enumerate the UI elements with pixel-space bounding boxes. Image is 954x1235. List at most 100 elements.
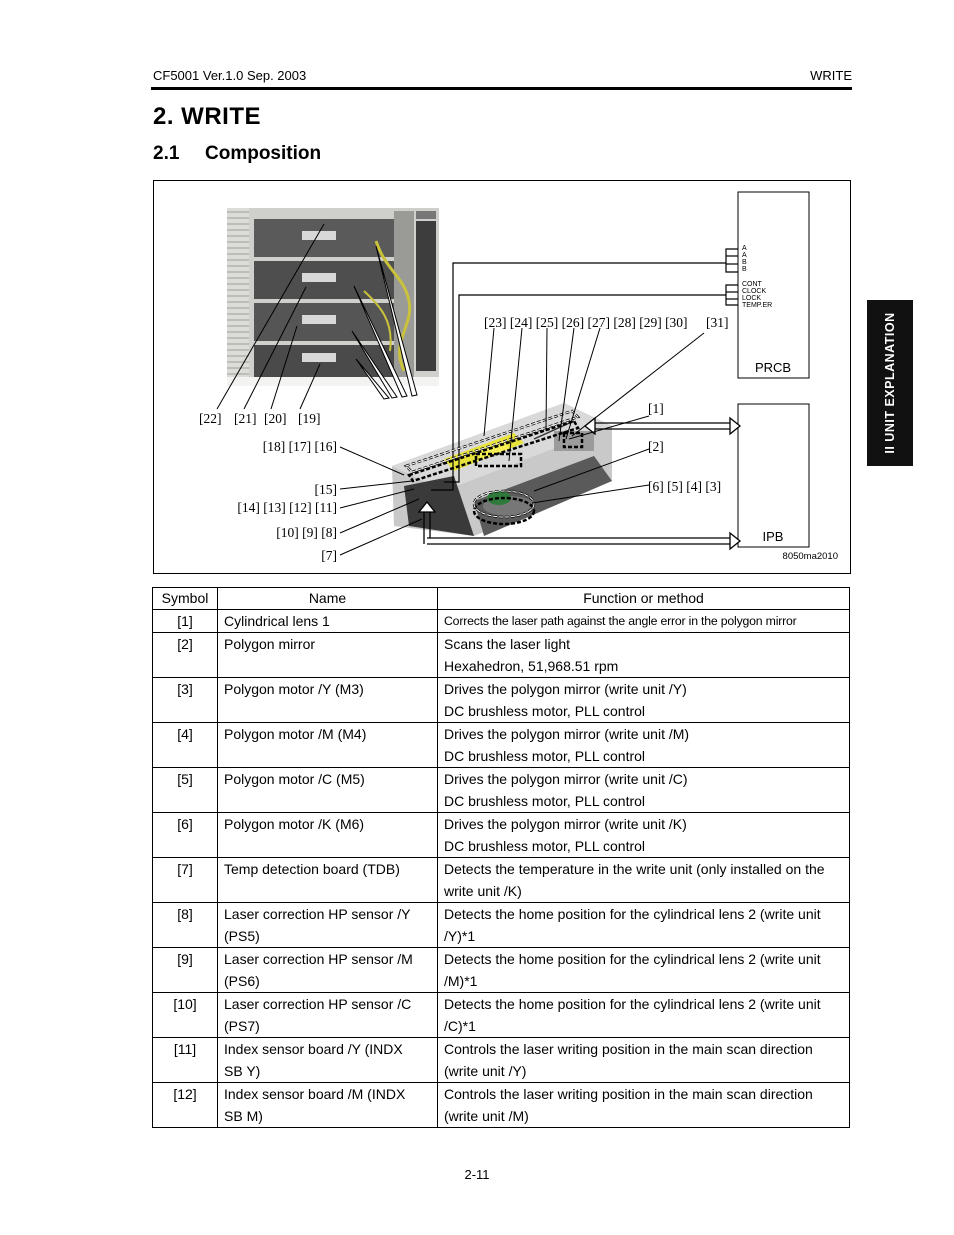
function-cell: Corrects the laser path against the angl… (437, 609, 850, 633)
subsection-number: 2.1 (153, 143, 180, 164)
function-line: (write unit /Y) (444, 1063, 527, 1079)
name-line: SB Y) (224, 1063, 261, 1079)
function-cell: Controls the laser writing position in t… (437, 1037, 850, 1083)
figure-code: 8050ma2010 (783, 551, 838, 562)
leader-lines (216, 223, 705, 556)
subsection-title: 2.1 Composition (153, 143, 321, 165)
prcb-label: PRCB (755, 360, 791, 375)
signal-cont: CONT (742, 281, 763, 288)
function-line: Drives the polygon mirror (write unit /C… (444, 771, 688, 787)
function-line: Hexahedron, 51,968.51 rpm (444, 658, 619, 674)
function-line: /M)*1 (444, 973, 478, 989)
name-cell: Polygon mirror (217, 632, 438, 678)
write-unit-photo (378, 403, 615, 554)
callout-23-30: [23] [24] [25] [26] [27] [28] [29] [30] (484, 315, 688, 330)
symbol-cell: [1] (152, 609, 218, 633)
function-cell: Drives the polygon mirror (write unit /C… (437, 767, 850, 813)
symbol-cell: [11] (152, 1037, 218, 1083)
prcb-board (737, 191, 810, 379)
composition-diagram: PRCB IPB A A B B CONT CLOCK LOCK TEMP.ER (199, 191, 838, 563)
name-cell: Polygon motor /K (M6) (217, 812, 438, 858)
callout-10-8: [10] [9] [8] (276, 525, 337, 540)
callout-22: [22] (199, 411, 222, 426)
chapter-side-tab-label: II UNIT EXPLANATION (883, 312, 897, 454)
callout-labels: [22] [21] [20] [19] [18] [17] [16] [15] … (199, 315, 729, 563)
signal-lock: LOCK (742, 295, 761, 302)
name-line: Polygon motor /M (M4) (224, 726, 367, 742)
function-line: DC brushless motor, PLL control (444, 748, 646, 764)
composition-figure: PRCB IPB A A B B CONT CLOCK LOCK TEMP.ER (153, 180, 851, 574)
function-cell: Detects the home position for the cylind… (437, 947, 850, 993)
signal-clock: CLOCK (742, 288, 766, 295)
symbol-cell: [12] (152, 1082, 218, 1128)
function-line: Controls the laser writing position in t… (444, 1086, 813, 1102)
prcb-signal-labels: A A B B CONT CLOCK LOCK TEMP.ER (742, 245, 772, 309)
function-line: (write unit /M) (444, 1108, 529, 1124)
function-line: Drives the polygon mirror (write unit /M… (444, 726, 690, 742)
table-row: [8]Laser correction HP sensor /Y(PS5)Det… (152, 902, 850, 948)
table-row: [6]Polygon motor /K (M6) Drives the polyg… (152, 812, 850, 858)
function-line: Detects the home position for the cylind… (444, 996, 821, 1012)
name-cell: Cylindrical lens 1 (217, 609, 438, 633)
symbol-cell: [9] (152, 947, 218, 993)
ipb-board (737, 403, 810, 548)
symbol-cell: [3] (152, 677, 218, 723)
callout-31: [31] (706, 315, 729, 330)
name-line: Cylindrical lens 1 (224, 613, 330, 629)
function-line: Drives the polygon mirror (write unit /K… (444, 816, 687, 832)
subsection-label: Composition (205, 143, 322, 164)
name-line: SB M) (224, 1108, 263, 1124)
name-line: Laser correction HP sensor /C (224, 996, 412, 1012)
name-line: Polygon mirror (224, 636, 316, 652)
col-header-name: Name (217, 587, 438, 610)
name-line: Index sensor board /M (INDX (224, 1086, 406, 1102)
name-cell: Temp detection board (TDB) (217, 857, 438, 903)
name-cell: Polygon motor /C (M5) (217, 767, 438, 813)
name-cell: Laser correction HP sensor /M (PS6) (217, 947, 438, 993)
symbol-cell: [6] (152, 812, 218, 858)
name-cell: Polygon motor /M (M4) (217, 722, 438, 768)
ipb-label: IPB (763, 529, 784, 544)
callout-2: [2] (648, 439, 664, 454)
function-line: /C)*1 (444, 1018, 476, 1034)
callout-14-11: [14] [13] [12] [11] (237, 500, 337, 515)
table-header-row: Symbol Name Function or method (152, 587, 850, 610)
callout-21: [21] (234, 411, 257, 426)
callout-15: [15] (315, 482, 338, 497)
name-line: Laser correction HP sensor /Y (224, 906, 411, 922)
name-line: Laser correction HP sensor /M (224, 951, 413, 967)
name-line: (PS6) (224, 973, 260, 989)
prcb-wiring (431, 248, 738, 491)
table-row: [12] Index sensor board /M (INDX SB M) Cont… (152, 1082, 850, 1128)
col-header-symbol: Symbol (152, 587, 218, 610)
callout-6-3: [6] [5] [4] [3] (648, 479, 721, 494)
function-line: Detects the home position for the cylind… (444, 951, 821, 967)
signal-a-bar: A (742, 252, 747, 259)
symbol-cell: [8] (152, 902, 218, 948)
function-cell: Detects the home position for the cylind… (437, 992, 850, 1038)
chapter-side-tab: II UNIT EXPLANATION (867, 300, 913, 466)
signal-b-bar: B (742, 266, 747, 273)
symbol-cell: [7] (152, 857, 218, 903)
function-line: /Y)*1 (444, 928, 476, 944)
table-row: [1] Cylindrical lens 1 Corrects the laser … (152, 609, 850, 633)
symbol-cell: [5] (152, 767, 218, 813)
function-line: write unit /K) (444, 883, 522, 899)
name-cell: Polygon motor /Y (M3) (217, 677, 438, 723)
part-highlights-inner (405, 410, 579, 518)
function-line: Detects the temperature in the write uni… (444, 861, 825, 877)
name-line: Polygon motor /Y (M3) (224, 681, 364, 697)
name-line: (PS7) (224, 1018, 260, 1034)
name-line: (PS5) (224, 928, 260, 944)
callout-18-16: [18] [17] [16] (263, 439, 337, 454)
running-header-doc-id: CF5001 Ver.1.0 Sep. 2003 (153, 68, 307, 83)
section-title: 2. WRITE (153, 103, 262, 130)
header-rule (151, 87, 852, 90)
name-line: Temp detection board (TDB) (224, 861, 400, 877)
signal-temper: TEMP.ER (742, 302, 772, 309)
symbol-cell: [2] (152, 632, 218, 678)
